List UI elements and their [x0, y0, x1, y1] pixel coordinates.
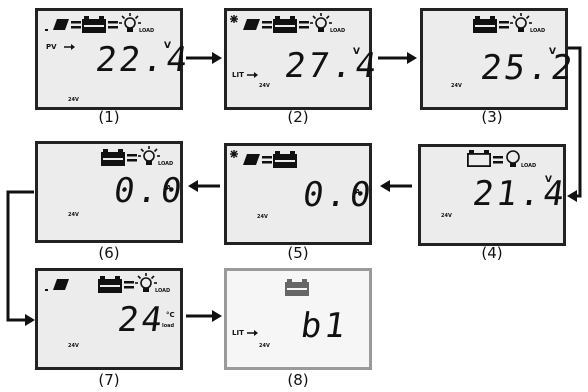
- battery-voltage-label: 24V: [257, 214, 268, 220]
- screen-label-3: (3): [481, 108, 503, 126]
- arrow-6-to-7: [6, 190, 34, 322]
- equals-sign: [124, 281, 134, 289]
- screen-label-6: (6): [98, 244, 120, 262]
- equals-sign: [262, 156, 272, 164]
- lcd-screen-7: LOAD 24 °C load 24V: [35, 268, 183, 370]
- lcd-screen-3: LOAD 25.2 V 24V: [420, 8, 578, 110]
- solar-panel-icon: [243, 19, 260, 30]
- screen-label-5: (5): [287, 244, 309, 262]
- arrowhead-5-to-6: [188, 180, 198, 192]
- small-arrow-icon: [247, 72, 258, 78]
- solar-panel-icon: [243, 154, 260, 165]
- arrowhead-6-to-7: [25, 314, 35, 326]
- load-label: LOAD: [155, 288, 171, 294]
- equals-sign: [127, 154, 137, 162]
- pv-label: PV: [46, 43, 57, 51]
- lcd-screen-8: LIT b1 24V: [224, 268, 372, 370]
- battery-icon: [98, 276, 122, 293]
- equals-sign: [493, 156, 503, 164]
- screen-label-7: (7): [98, 371, 120, 389]
- screen-label-8: (8): [287, 371, 309, 389]
- arrowhead-3-to-4: [567, 190, 577, 202]
- light-bulb-icon: [510, 13, 532, 32]
- battery-voltage-label: 24V: [441, 213, 452, 219]
- battery-icon: [473, 16, 497, 33]
- arrow-3-to-4: [568, 46, 582, 198]
- light-bulb-icon: [506, 150, 520, 167]
- load-label: LOAD: [158, 161, 174, 167]
- unit-label: A: [166, 184, 172, 192]
- battery-icon: [82, 16, 106, 33]
- small-arrow-icon: [247, 330, 258, 336]
- equals-sign: [71, 21, 81, 29]
- battery-icon: [101, 149, 125, 166]
- lit-label: LIT: [232, 329, 244, 337]
- load-label: LOAD: [139, 28, 155, 34]
- arrowhead-7-to-8: [212, 310, 222, 322]
- lcd-screen-1: LOAD PV 22.4 V 24V: [35, 8, 193, 110]
- asterisk-icon: [230, 150, 238, 158]
- unit-label: V: [164, 41, 171, 51]
- light-bulb-icon: [138, 146, 160, 165]
- screen-label-2: (2): [287, 108, 309, 126]
- battery-voltage-label: 24V: [68, 212, 79, 218]
- asterisk-icon: [230, 15, 238, 23]
- solar-panel-icon: [45, 19, 69, 31]
- light-bulb-icon: [310, 13, 332, 32]
- load-label: LOAD: [530, 28, 546, 34]
- battery-voltage-label: 24V: [259, 343, 270, 349]
- equals-sign: [499, 21, 509, 29]
- lcd-screen-5: 0.0 A 24V: [224, 143, 376, 245]
- unit-label: V: [353, 47, 360, 57]
- screen-label-1: (1): [98, 108, 120, 126]
- light-bulb-icon: [135, 273, 157, 292]
- arrowhead-2-to-3: [407, 52, 417, 64]
- lcd-screen-6: LOAD 0.0 A 24V: [35, 141, 187, 243]
- solar-panel-icon: [45, 279, 69, 291]
- battery-icon: [285, 279, 309, 296]
- unit-label: A: [355, 188, 361, 196]
- lcd-screen-2: LOAD LIT 27.4 V 24V: [224, 8, 382, 110]
- screen-label-4: (4): [481, 244, 503, 262]
- battery-icon: [467, 150, 491, 167]
- arrowhead-4-to-5: [380, 180, 390, 192]
- load-label: LOAD: [521, 163, 537, 169]
- battery-icon: [273, 16, 297, 33]
- load-label: LOAD: [330, 28, 346, 34]
- battery-voltage-label: 24V: [68, 97, 79, 103]
- unit-top-label: °C: [166, 311, 175, 319]
- battery-voltage-label: 24V: [451, 83, 462, 89]
- unit-bottom-label: load: [162, 323, 175, 329]
- lcd-screen-4: LOAD 21.4 V 24V: [418, 144, 570, 246]
- arrowhead-1-to-2: [212, 52, 222, 64]
- equals-sign: [299, 21, 309, 29]
- battery-voltage-label: 24V: [259, 83, 270, 89]
- small-arrow-icon: [64, 44, 75, 50]
- equals-sign: [108, 21, 118, 29]
- battery-icon: [273, 151, 297, 168]
- unit-label: V: [545, 175, 552, 185]
- light-bulb-icon: [119, 13, 141, 32]
- unit-label: V: [549, 47, 556, 57]
- lit-label: LIT: [232, 71, 244, 79]
- battery-voltage-label: 24V: [68, 343, 79, 349]
- equals-sign: [262, 21, 272, 29]
